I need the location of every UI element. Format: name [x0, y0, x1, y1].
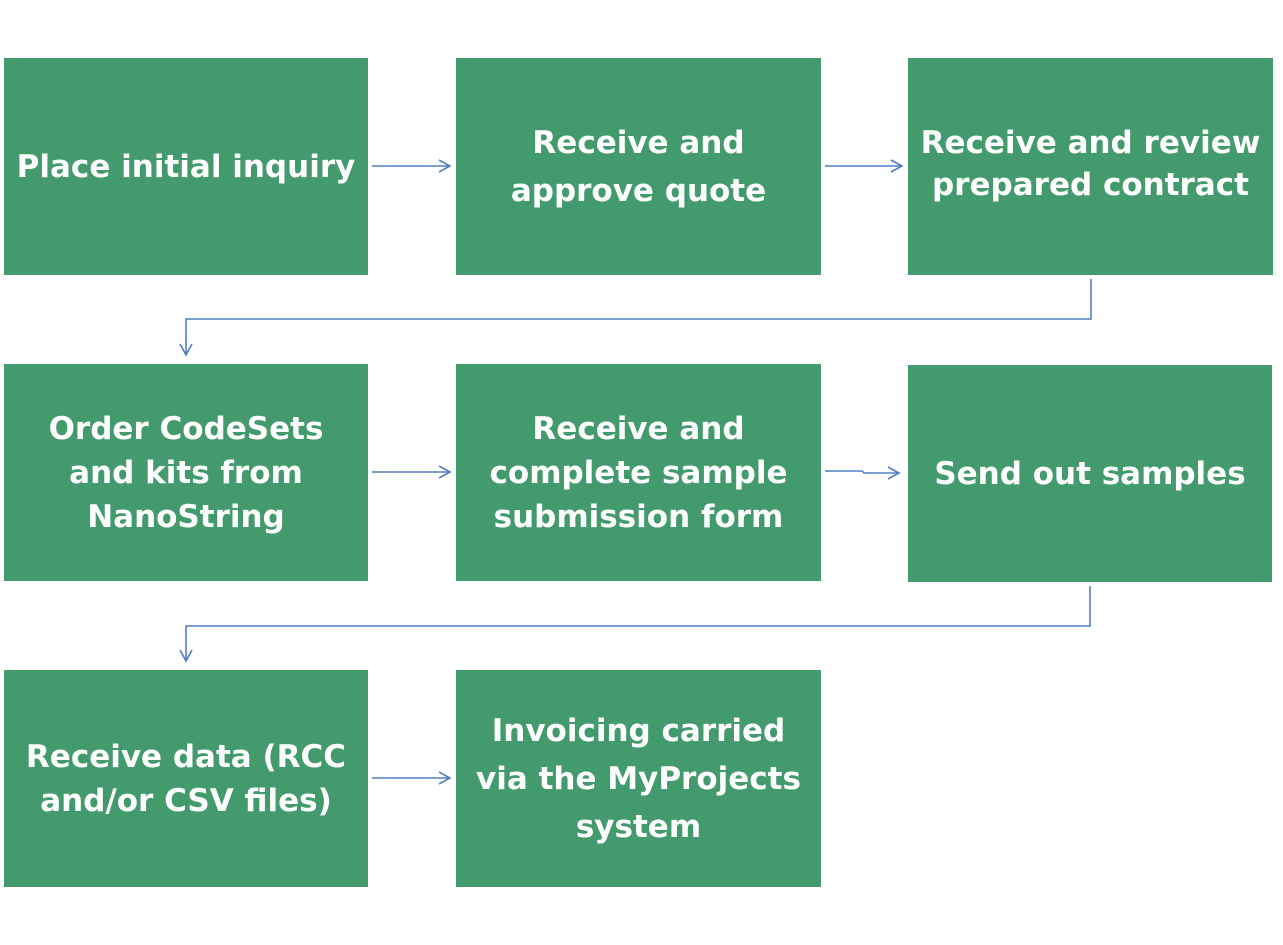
step-sample-submission-form: Receive and complete sample submission f…: [456, 364, 821, 581]
arrow-step5-to-step6: [825, 466, 901, 480]
step-label: Order CodeSets and kits from NanoString: [48, 410, 324, 535]
step-receive-review-contract: Receive and review prepared contract: [908, 58, 1273, 275]
step-receive-data: Receive data (RCC and/or CSV files): [4, 670, 368, 887]
step-send-out-samples: Send out samples: [908, 365, 1272, 582]
step-label: Invoicing carried via the MyProjects sys…: [476, 712, 801, 845]
step-label: Receive and review prepared contract: [920, 124, 1261, 203]
step-label: Place initial inquiry: [16, 148, 356, 185]
step-receive-approve-quote: Receive and approve quote: [456, 58, 821, 275]
step-label: Receive and complete sample submission f…: [489, 410, 788, 535]
step-label: Send out samples: [934, 455, 1246, 492]
arrow-step6-to-step7: [179, 586, 1091, 663]
step-order-codesets: Order CodeSets and kits from NanoString: [4, 364, 368, 581]
step-place-initial-inquiry: Place initial inquiry: [4, 58, 368, 275]
step-label: Receive and approve quote: [510, 124, 767, 209]
step-label: Receive data (RCC and/or CSV files): [25, 738, 347, 819]
step-invoicing: Invoicing carried via the MyProjects sys…: [456, 670, 821, 887]
arrow-step3-to-step4: [179, 279, 1092, 357]
